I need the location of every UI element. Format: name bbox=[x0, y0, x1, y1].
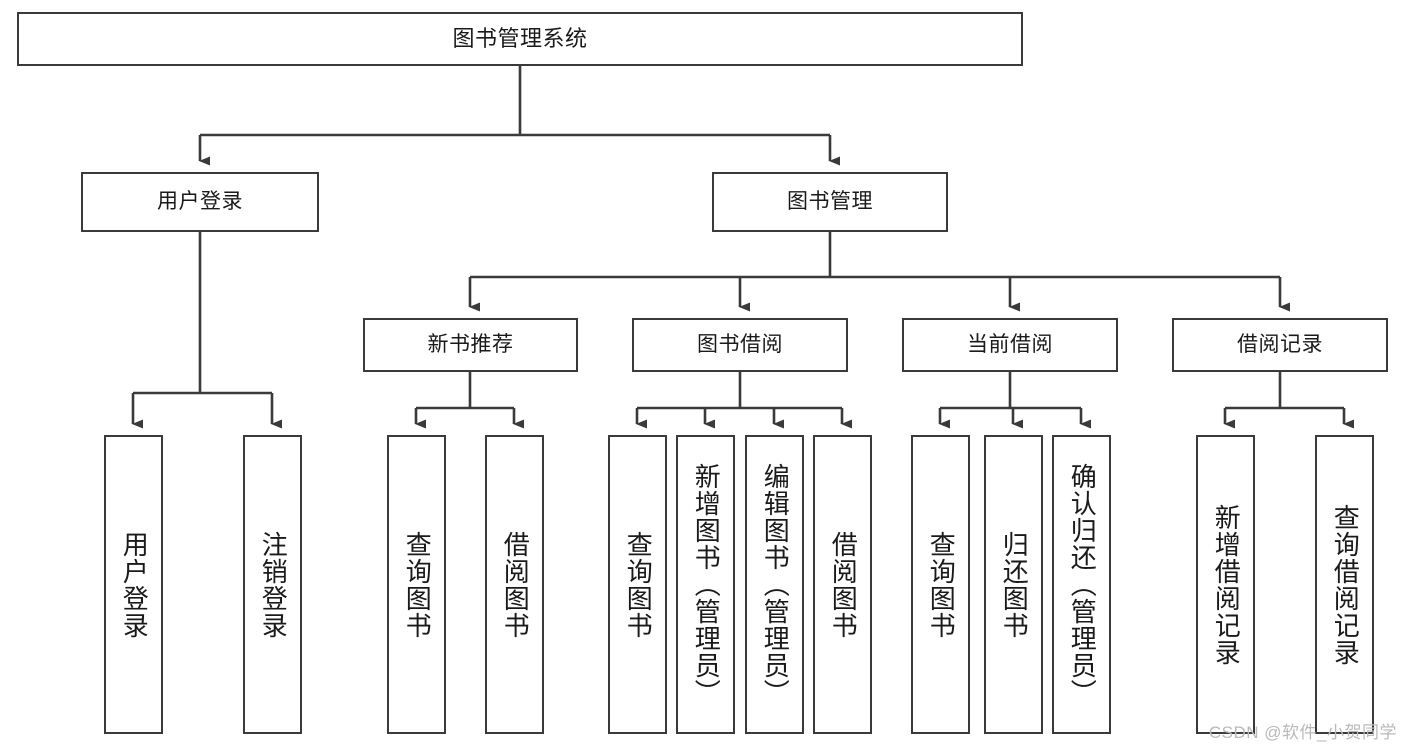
node-root[interactable]: 图书管理系统 bbox=[17, 12, 1023, 66]
node-leaf-borrow-book-rec-label: 借阅图书 bbox=[500, 530, 531, 639]
node-borrow-record[interactable]: 借阅记录 bbox=[1172, 318, 1388, 372]
node-leaf-borrow-book-rec[interactable]: 借阅图书 bbox=[485, 435, 544, 734]
node-leaf-edit-book[interactable]: 编辑图书（管理员） bbox=[745, 435, 804, 734]
node-book-borrow-label: 图书借阅 bbox=[697, 332, 783, 356]
node-user-login[interactable]: 用户登录 bbox=[81, 172, 319, 232]
node-leaf-query-book-borrow[interactable]: 查询图书 bbox=[608, 435, 667, 734]
node-leaf-query-borrow-record-label: 查询借阅记录 bbox=[1330, 503, 1361, 666]
node-leaf-confirm-return-label: 确认归还（管理员） bbox=[1067, 463, 1098, 706]
node-leaf-add-book-label: 新增图书（管理员） bbox=[691, 463, 722, 706]
node-leaf-query-borrow-record[interactable]: 查询借阅记录 bbox=[1315, 435, 1374, 734]
node-leaf-user-login[interactable]: 用户登录 bbox=[104, 435, 163, 734]
node-current-borrow-label: 当前借阅 bbox=[967, 332, 1053, 356]
node-leaf-query-book-current-label: 查询图书 bbox=[926, 530, 957, 639]
node-book-manage-label: 图书管理 bbox=[787, 189, 873, 213]
node-leaf-query-book-borrow-label: 查询图书 bbox=[623, 530, 654, 639]
node-root-label: 图书管理系统 bbox=[452, 26, 588, 52]
node-leaf-add-borrow-record[interactable]: 新增借阅记录 bbox=[1196, 435, 1255, 734]
node-new-book-recommend-label: 新书推荐 bbox=[427, 332, 514, 356]
node-book-manage[interactable]: 图书管理 bbox=[712, 172, 948, 232]
node-leaf-edit-book-label: 编辑图书（管理员） bbox=[760, 463, 791, 706]
node-leaf-user-logout[interactable]: 注销登录 bbox=[243, 435, 302, 734]
node-leaf-return-book-label: 归还图书 bbox=[999, 530, 1030, 639]
node-leaf-user-login-label: 用户登录 bbox=[119, 530, 150, 639]
node-leaf-query-book-rec-label: 查询图书 bbox=[402, 530, 433, 639]
node-book-borrow[interactable]: 图书借阅 bbox=[632, 318, 848, 372]
node-leaf-user-logout-label: 注销登录 bbox=[258, 530, 289, 639]
node-leaf-query-book-current[interactable]: 查询图书 bbox=[911, 435, 970, 734]
watermark: CSDN @软件_小贺同学 bbox=[1208, 723, 1397, 742]
node-borrow-record-label: 借阅记录 bbox=[1237, 332, 1323, 356]
node-leaf-add-borrow-record-label: 新增借阅记录 bbox=[1211, 503, 1242, 666]
node-leaf-return-book[interactable]: 归还图书 bbox=[984, 435, 1043, 734]
node-leaf-borrow-book[interactable]: 借阅图书 bbox=[813, 435, 872, 734]
node-leaf-confirm-return[interactable]: 确认归还（管理员） bbox=[1052, 435, 1111, 734]
node-leaf-query-book-rec[interactable]: 查询图书 bbox=[387, 435, 446, 734]
node-new-book-recommend[interactable]: 新书推荐 bbox=[363, 318, 578, 372]
node-leaf-add-book[interactable]: 新增图书（管理员） bbox=[676, 435, 735, 734]
node-leaf-borrow-book-label: 借阅图书 bbox=[828, 530, 859, 639]
node-current-borrow[interactable]: 当前借阅 bbox=[902, 318, 1118, 372]
node-user-login-label: 用户登录 bbox=[157, 189, 243, 213]
